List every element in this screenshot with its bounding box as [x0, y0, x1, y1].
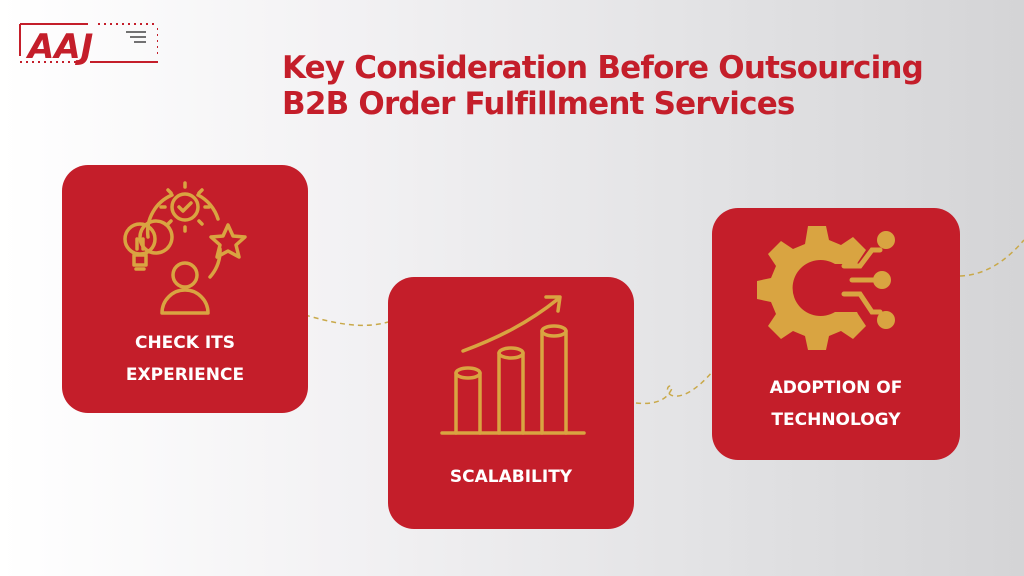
- card-label: CHECK ITS EXPERIENCE: [62, 327, 308, 391]
- label-line-2: TECHNOLOGY: [771, 410, 901, 430]
- card-label: ADOPTION OF TECHNOLOGY: [712, 372, 960, 436]
- label-line-1: CHECK ITS: [134, 333, 236, 353]
- title-line-1: Key Consideration Before Outsourcing: [282, 50, 924, 86]
- card-scalability: SCALABILITY: [388, 277, 634, 529]
- experience-icon: [123, 181, 247, 315]
- svg-text:AAJ: AAJ: [25, 27, 93, 67]
- label-line-2: EXPERIENCE: [125, 365, 245, 385]
- card-adoption-technology: ADOPTION OF TECHNOLOGY: [712, 208, 960, 460]
- brand-logo: AAJ: [8, 10, 159, 70]
- card-check-experience: CHECK ITS EXPERIENCE: [62, 165, 308, 413]
- title-line-2: B2B Order Fulfillment Services: [282, 86, 795, 122]
- label-line-1: ADOPTION OF: [769, 378, 903, 398]
- card-label: SCALABILITY: [388, 461, 634, 493]
- aaj-logo-icon: AAJ: [19, 23, 159, 67]
- page-title: Key Consideration Before Outsourcing B2B…: [282, 50, 1022, 122]
- tech-gear-icon: [757, 226, 895, 350]
- label-line-1: SCALABILITY: [449, 467, 573, 487]
- growth-chart-icon: [440, 295, 586, 435]
